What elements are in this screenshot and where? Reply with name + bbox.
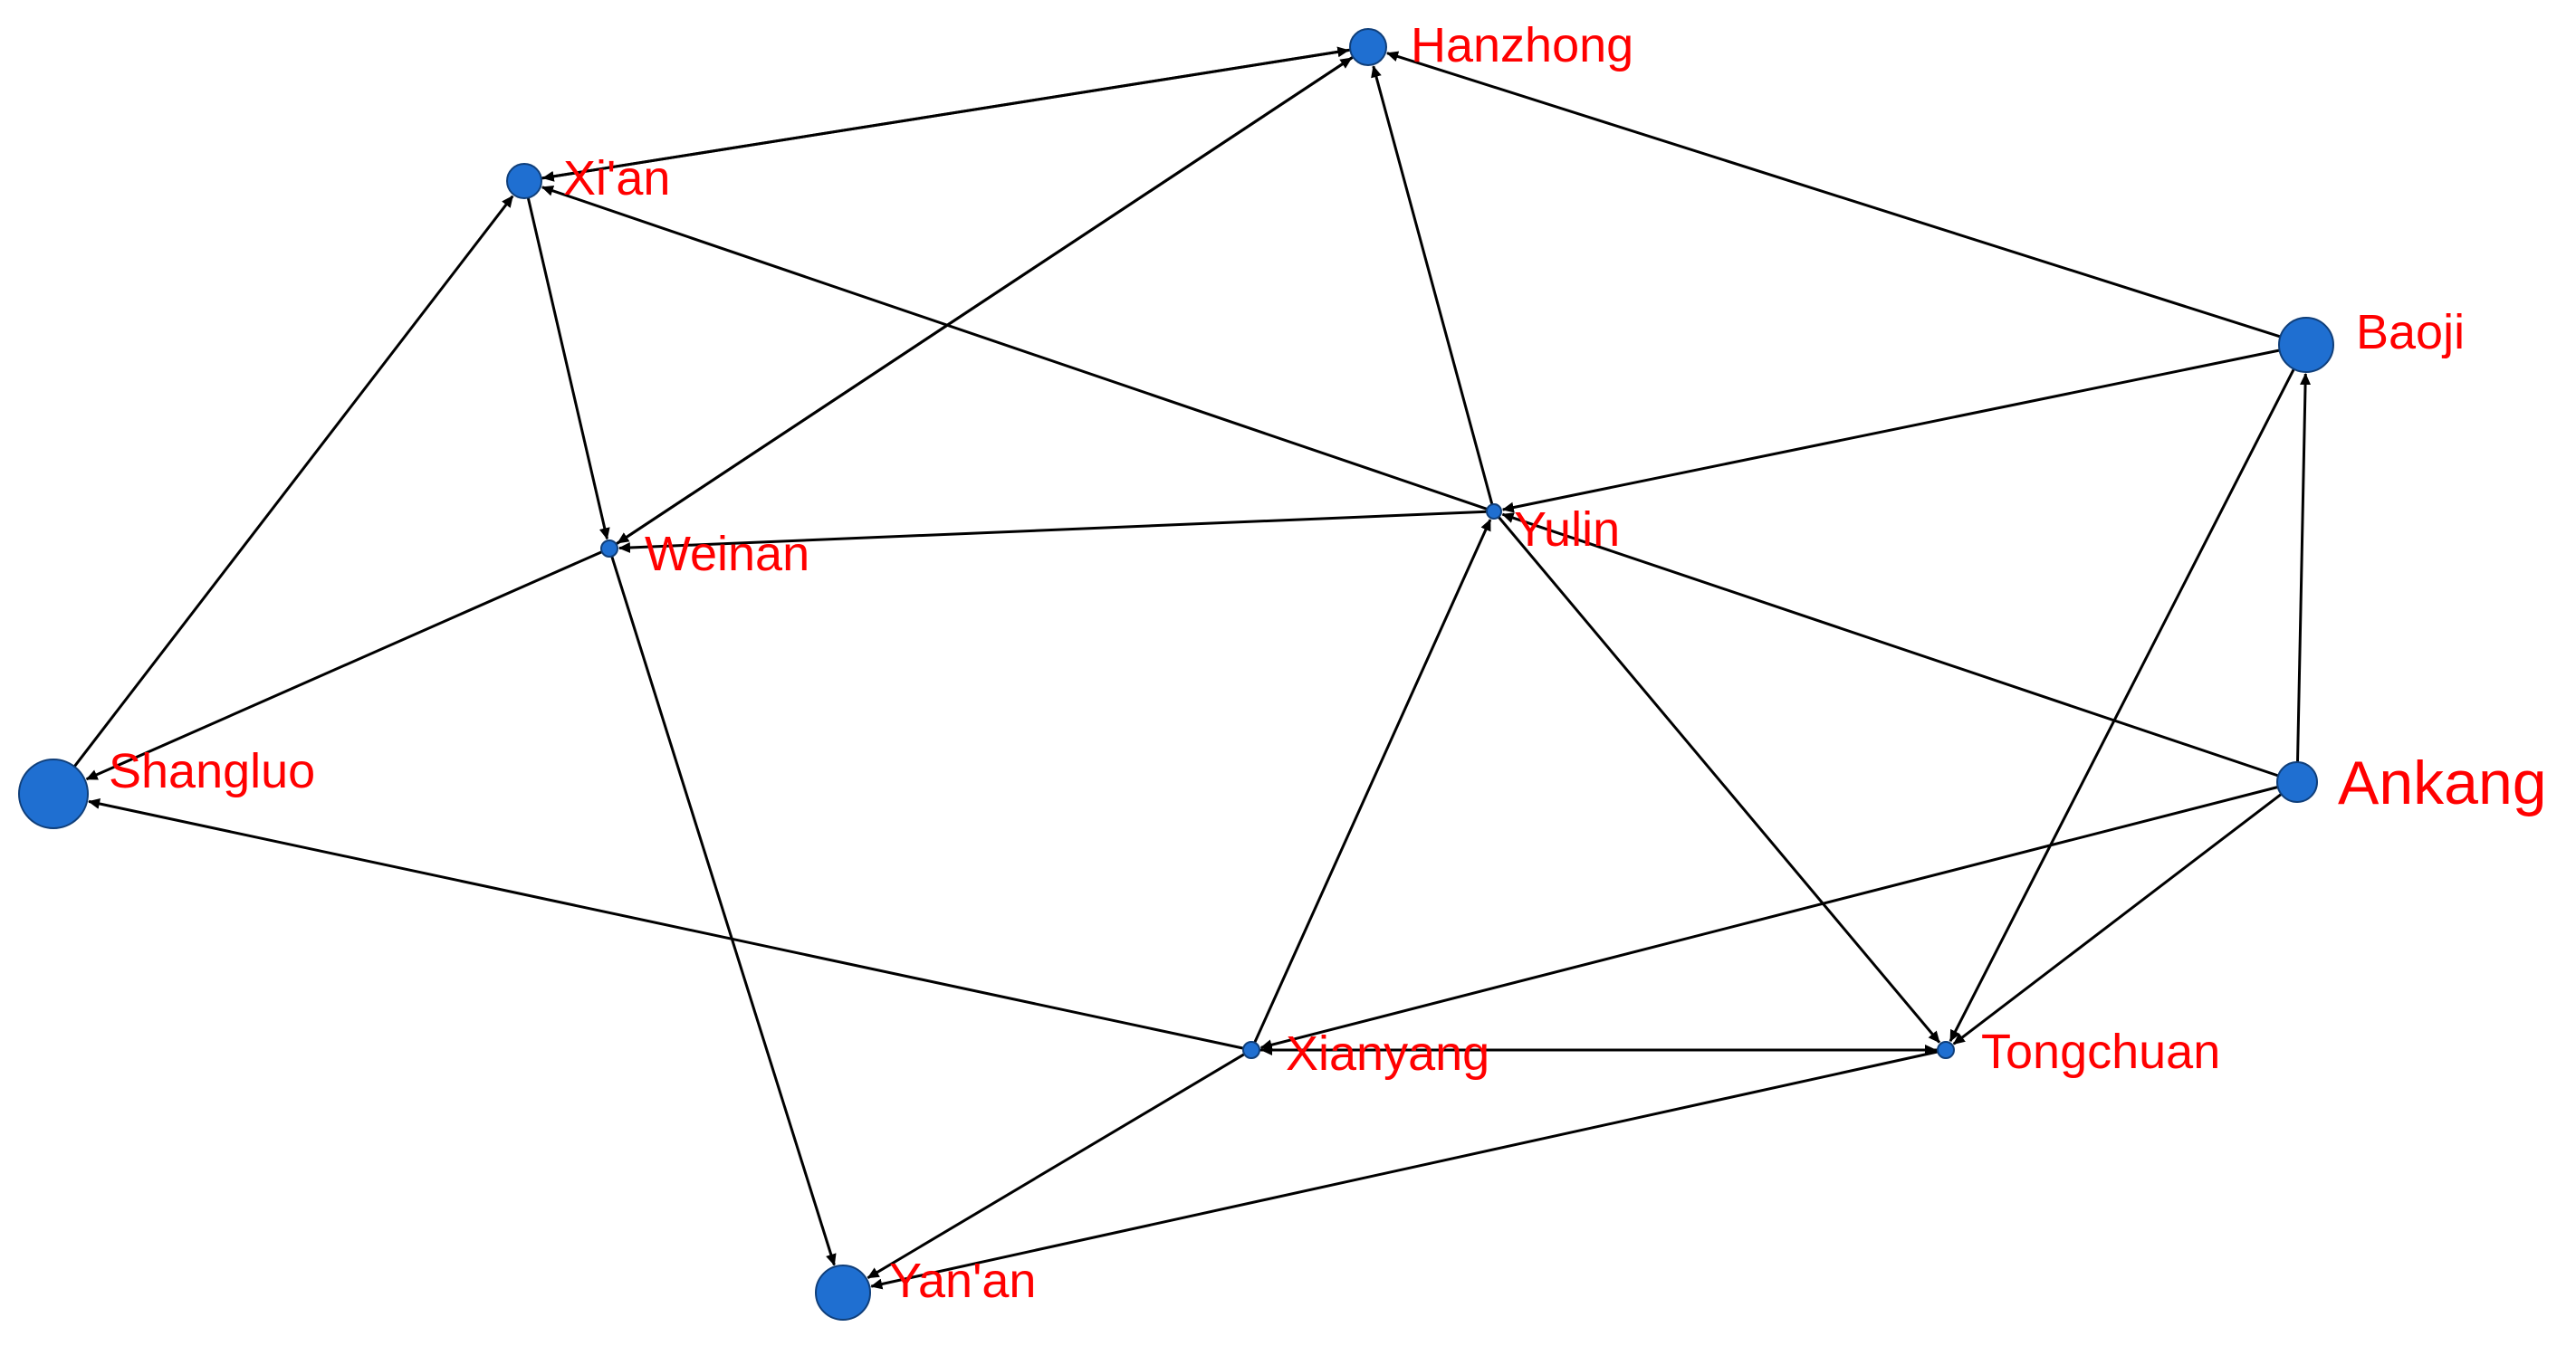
edge-xian-to-weinan	[526, 197, 610, 540]
node-baoji: Baoji	[2278, 305, 2465, 373]
node-hanzhong: Hanzhong	[1349, 18, 1633, 72]
edge-weinan-to-shangluo	[85, 550, 603, 781]
edge-yulin-to-tongchuan	[1497, 516, 1941, 1044]
edge-ankang-to-yulin	[1501, 512, 2279, 778]
node-label-baoji: Baoji	[2356, 305, 2465, 359]
edge-baoji-to-hanzhong	[1386, 51, 2281, 339]
node-weinan: Weinan	[600, 527, 809, 581]
edge-xianyang-to-yulin	[1253, 519, 1492, 1044]
edge-ankang-to-xianyang	[1259, 786, 2279, 1051]
node-ankang: Ankang	[2276, 749, 2547, 817]
edge-shangluo-to-xian	[72, 195, 514, 768]
node-tongchuan: Tongchuan	[1937, 1025, 2220, 1079]
edge-baoji-to-tongchuan	[1949, 368, 2295, 1043]
node-marker-weinan	[600, 539, 618, 558]
node-marker-yulin	[1486, 503, 1502, 520]
edge-weinan-to-yanan	[610, 556, 837, 1266]
edge-hanzhong-to-xian	[541, 48, 1351, 182]
node-xian: Xi'an	[506, 151, 670, 205]
node-xianyang: Xianyang	[1242, 1026, 1489, 1081]
node-label-tongchuan: Tongchuan	[1981, 1025, 2220, 1079]
node-marker-tongchuan	[1937, 1041, 1955, 1059]
edge-yulin-to-xian	[541, 185, 1488, 511]
edge-yulin-to-weinan	[618, 510, 1488, 553]
edge-ankang-to-baoji	[2296, 373, 2312, 763]
node-marker-yanan	[815, 1265, 871, 1321]
node-yanan: Yan'an	[815, 1254, 1036, 1321]
node-label-yanan: Yan'an	[889, 1254, 1036, 1308]
node-label-ankang: Ankang	[2338, 749, 2547, 817]
edge-ankang-to-tongchuan	[1952, 793, 2283, 1045]
node-marker-xian	[506, 163, 542, 199]
node-shangluo: Shangluo	[18, 744, 315, 829]
edge-hanzhong-to-weinan	[617, 55, 1355, 545]
edge-xianyang-to-yanan	[867, 1053, 1246, 1279]
edges-layer	[72, 46, 2312, 1290]
edge-tongchuan-to-yanan	[870, 1050, 1939, 1290]
edge-yulin-to-hanzhong	[1371, 65, 1494, 505]
node-yulin: Yulin	[1486, 502, 1620, 557]
node-label-xian: Xi'an	[563, 151, 670, 205]
node-label-weinan: Weinan	[645, 527, 809, 581]
edge-baoji-to-yulin	[1501, 348, 2280, 513]
node-label-xianyang: Xianyang	[1286, 1026, 1489, 1081]
node-label-shangluo: Shangluo	[109, 744, 315, 798]
node-marker-hanzhong	[1349, 28, 1387, 66]
edge-xianyang-to-shangluo	[88, 798, 1244, 1050]
node-marker-ankang	[2276, 761, 2318, 803]
node-marker-xianyang	[1242, 1041, 1260, 1059]
node-marker-baoji	[2278, 317, 2334, 373]
node-label-hanzhong: Hanzhong	[1411, 18, 1633, 72]
node-marker-shangluo	[18, 759, 89, 829]
node-label-yulin: Yulin	[1514, 502, 1620, 557]
